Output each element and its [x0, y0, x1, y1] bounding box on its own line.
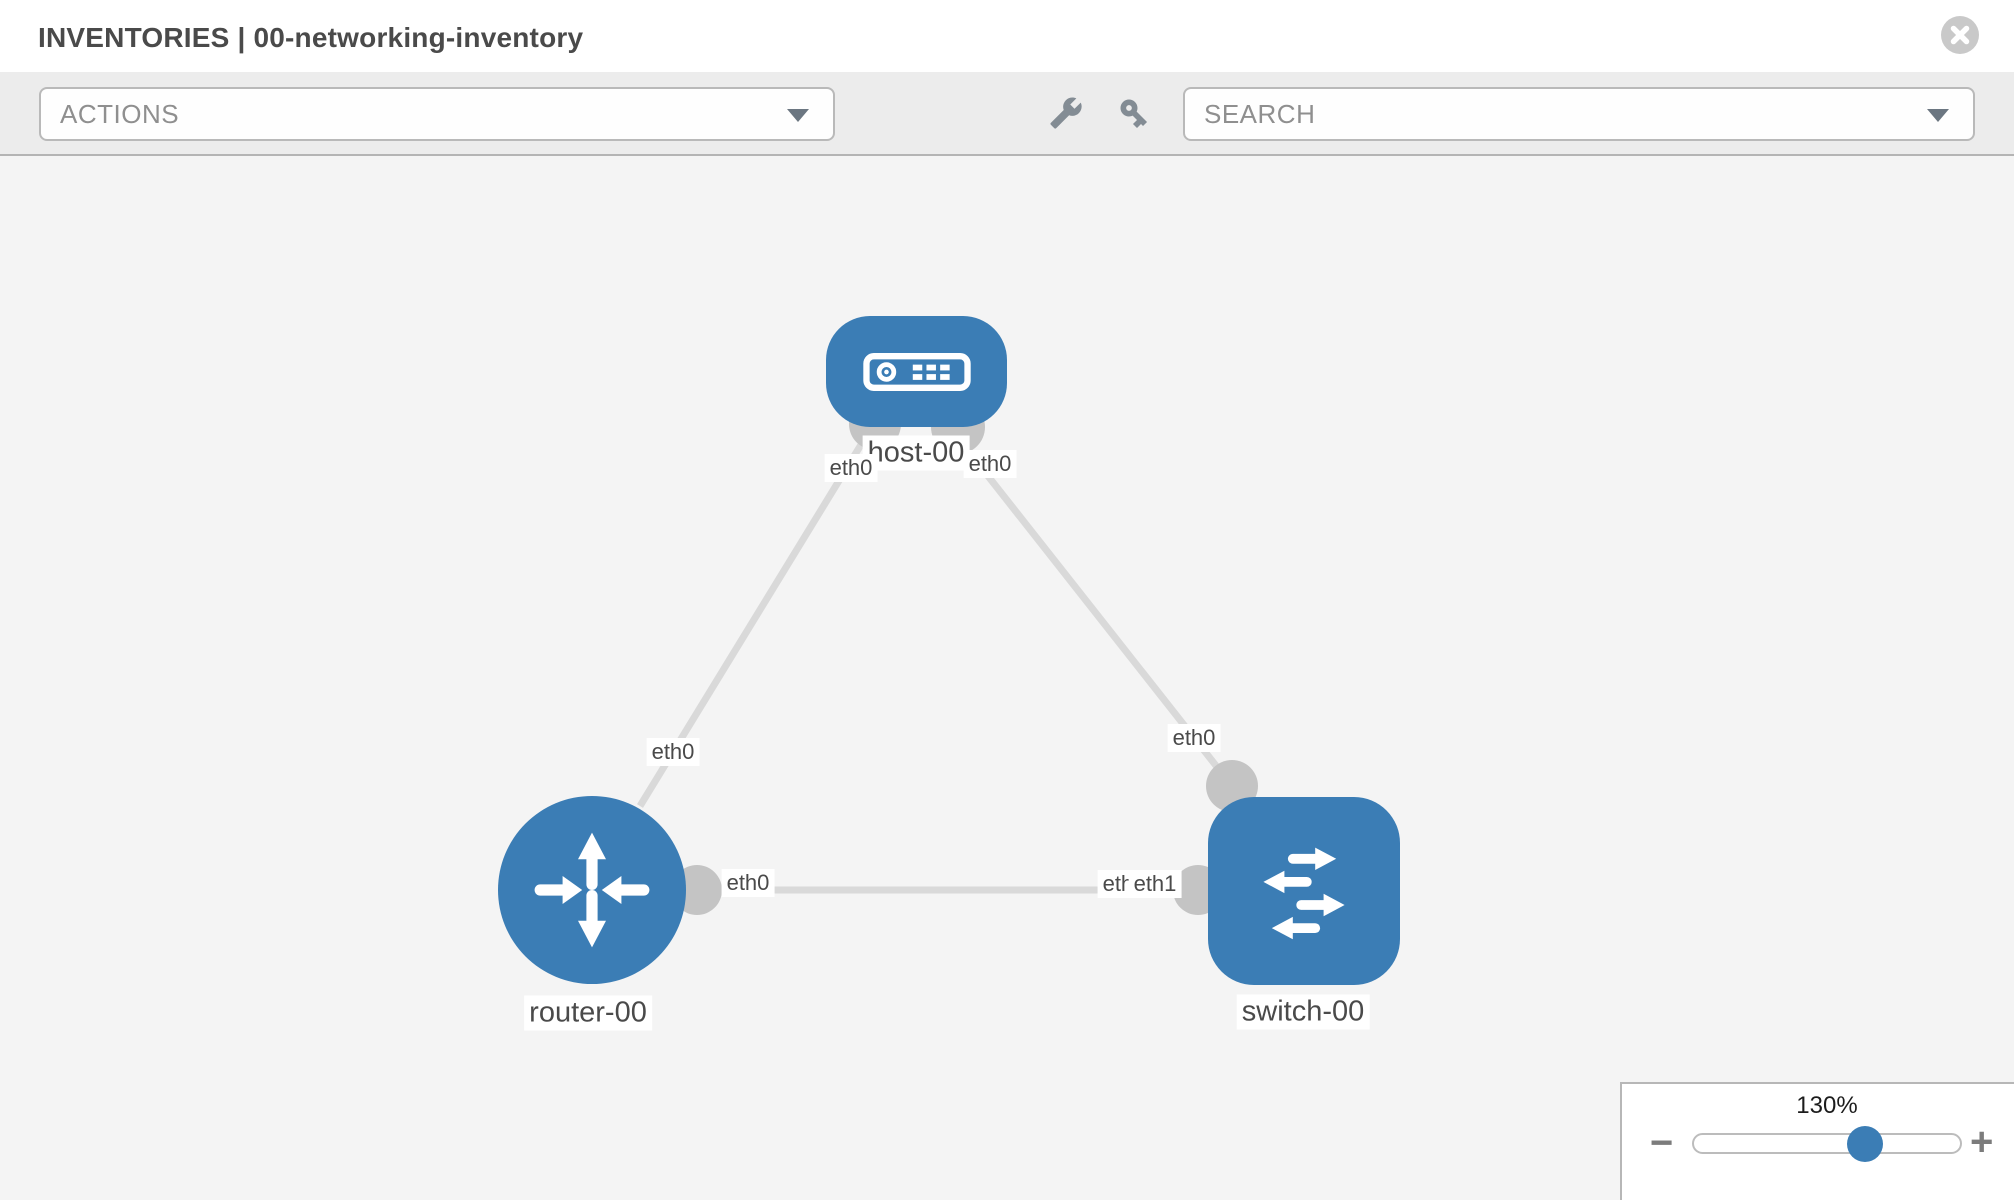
page-title: INVENTORIES | 00-networking-inventory — [38, 22, 584, 53]
close-icon — [1941, 16, 1979, 54]
node-label-router: router-00 — [524, 995, 652, 1031]
credentials-button[interactable] — [1116, 96, 1152, 132]
node-router[interactable] — [498, 796, 686, 984]
interface-label-router-to-switch: eth0 — [721, 869, 775, 897]
interface-label-switch-to-host: eth0 — [1167, 724, 1221, 752]
search-dropdown-label: SEARCH — [1204, 99, 1316, 129]
interface-label-router-to-host: eth0 — [646, 738, 700, 766]
zoom-slider-thumb[interactable] — [1847, 1126, 1883, 1162]
search-dropdown[interactable]: SEARCH — [1183, 87, 1975, 141]
actions-dropdown-label: ACTIONS — [60, 99, 180, 129]
host-icon — [862, 352, 971, 391]
toolbar: ACTIONS SEARCH — [0, 72, 2014, 156]
key-icon — [1120, 99, 1148, 129]
switch-icon — [1263, 847, 1345, 940]
interface-label-host-to-switch: eth0 — [963, 450, 1017, 478]
zoom-level-label: 130% — [1796, 1092, 1858, 1119]
node-switch[interactable] — [1208, 797, 1400, 985]
zoom-panel: 130% − + — [1620, 1082, 2014, 1200]
zoom-out-button[interactable]: − — [1650, 1121, 1674, 1165]
interface-label-switch-to-router: eth1 — [1128, 870, 1182, 898]
actions-dropdown[interactable]: ACTIONS — [39, 87, 835, 141]
chevron-down-icon — [1927, 109, 1949, 122]
interface-label-host-to-router: eth0 — [824, 454, 878, 482]
tools-button[interactable] — [1048, 96, 1084, 132]
router-icon — [534, 832, 650, 948]
node-label-switch: switch-00 — [1236, 994, 1370, 1030]
node-label-host: host-00 — [862, 435, 970, 471]
wrench-icon — [1050, 97, 1082, 129]
zoom-in-button[interactable]: + — [1970, 1120, 1994, 1164]
node-host[interactable] — [826, 316, 1007, 427]
header: INVENTORIES | 00-networking-inventory — [0, 0, 2014, 72]
close-button[interactable] — [1941, 16, 1979, 54]
chevron-down-icon — [787, 109, 809, 122]
zoom-slider-track[interactable] — [1692, 1133, 1962, 1154]
